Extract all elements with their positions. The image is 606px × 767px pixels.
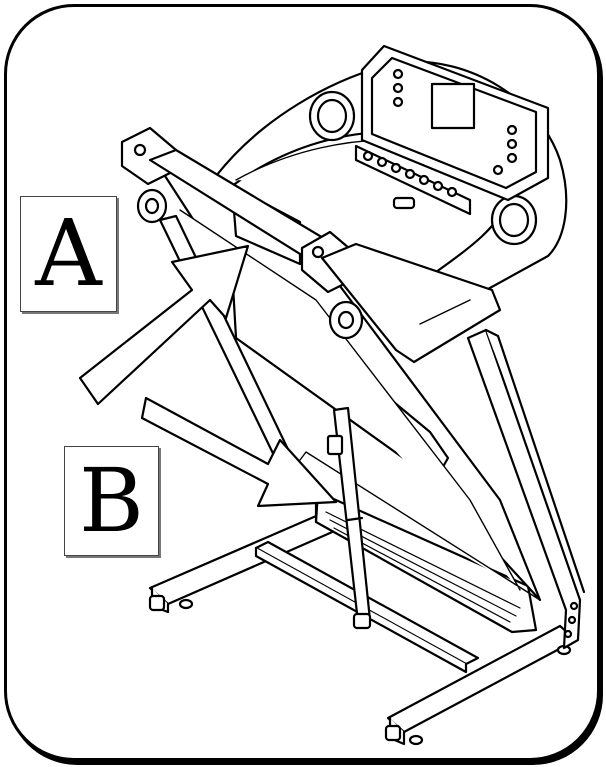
label-a: A	[20, 196, 117, 312]
arrow-to-part-b	[140, 396, 338, 508]
label-b: B	[64, 446, 159, 556]
console-panel	[354, 44, 550, 216]
console-screen	[430, 82, 476, 130]
gas-strut	[326, 406, 372, 630]
right-handrail	[300, 230, 502, 364]
right-upright	[466, 328, 586, 650]
arrow-to-part-a	[78, 244, 250, 406]
running-deck	[154, 160, 542, 602]
